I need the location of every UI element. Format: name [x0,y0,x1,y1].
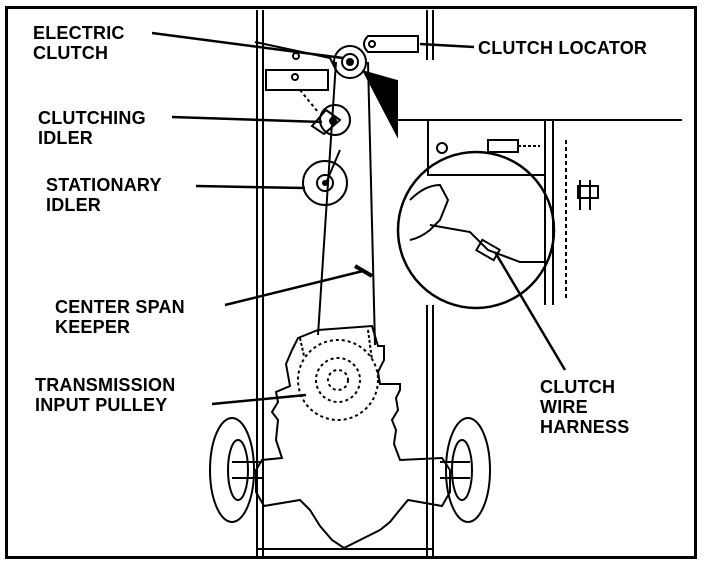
clutch-bracket [254,41,337,113]
label-line: CLUTCHING [38,108,146,128]
electric-clutch-label: ELECTRIC CLUTCH [33,23,125,63]
clutch-locator-label: CLUTCH LOCATOR [478,38,647,58]
transmission-housing [255,324,451,550]
center-span-keeper-label: CENTER SPAN KEEPER [55,297,185,337]
left-wheel [209,417,262,523]
stationary-idler-pulley [302,160,348,206]
clutching-idler-label: CLUTCHING IDLER [38,108,146,148]
label-line: ELECTRIC [33,23,125,43]
center-span-keeper-part [353,264,374,278]
label-line: CLUTCH [33,43,109,63]
label-line: HARNESS [540,417,630,437]
label-line: STATIONARY [46,175,162,195]
clutching-idler-pulley [310,104,351,136]
transmission-input-pulley-part [297,339,379,421]
belt [317,61,376,346]
zoom-detail [396,60,684,310]
label-line: CENTER SPAN [55,297,185,317]
clutch-locator-part [363,35,419,53]
label-line: KEEPER [55,317,131,337]
clutch-wire-harness-label: CLUTCH WIRE HARNESS [540,377,629,437]
transmission-input-pulley-label: TRANSMISSION INPUT PULLEY [35,375,175,415]
label-line: CLUTCH LOCATOR [478,38,648,58]
electric-clutch-pulley [333,45,367,79]
label-line: TRANSMISSION [35,375,176,395]
right-wheel [440,417,491,523]
leader-lines [151,31,567,406]
stationary-idler-label: STATIONARY IDLER [46,175,162,215]
label-line: INPUT PULLEY [35,395,168,415]
label-line: WIRE [540,397,588,417]
label-line: CLUTCH [540,377,616,397]
label-line: IDLER [38,128,93,148]
label-line: IDLER [46,195,101,215]
